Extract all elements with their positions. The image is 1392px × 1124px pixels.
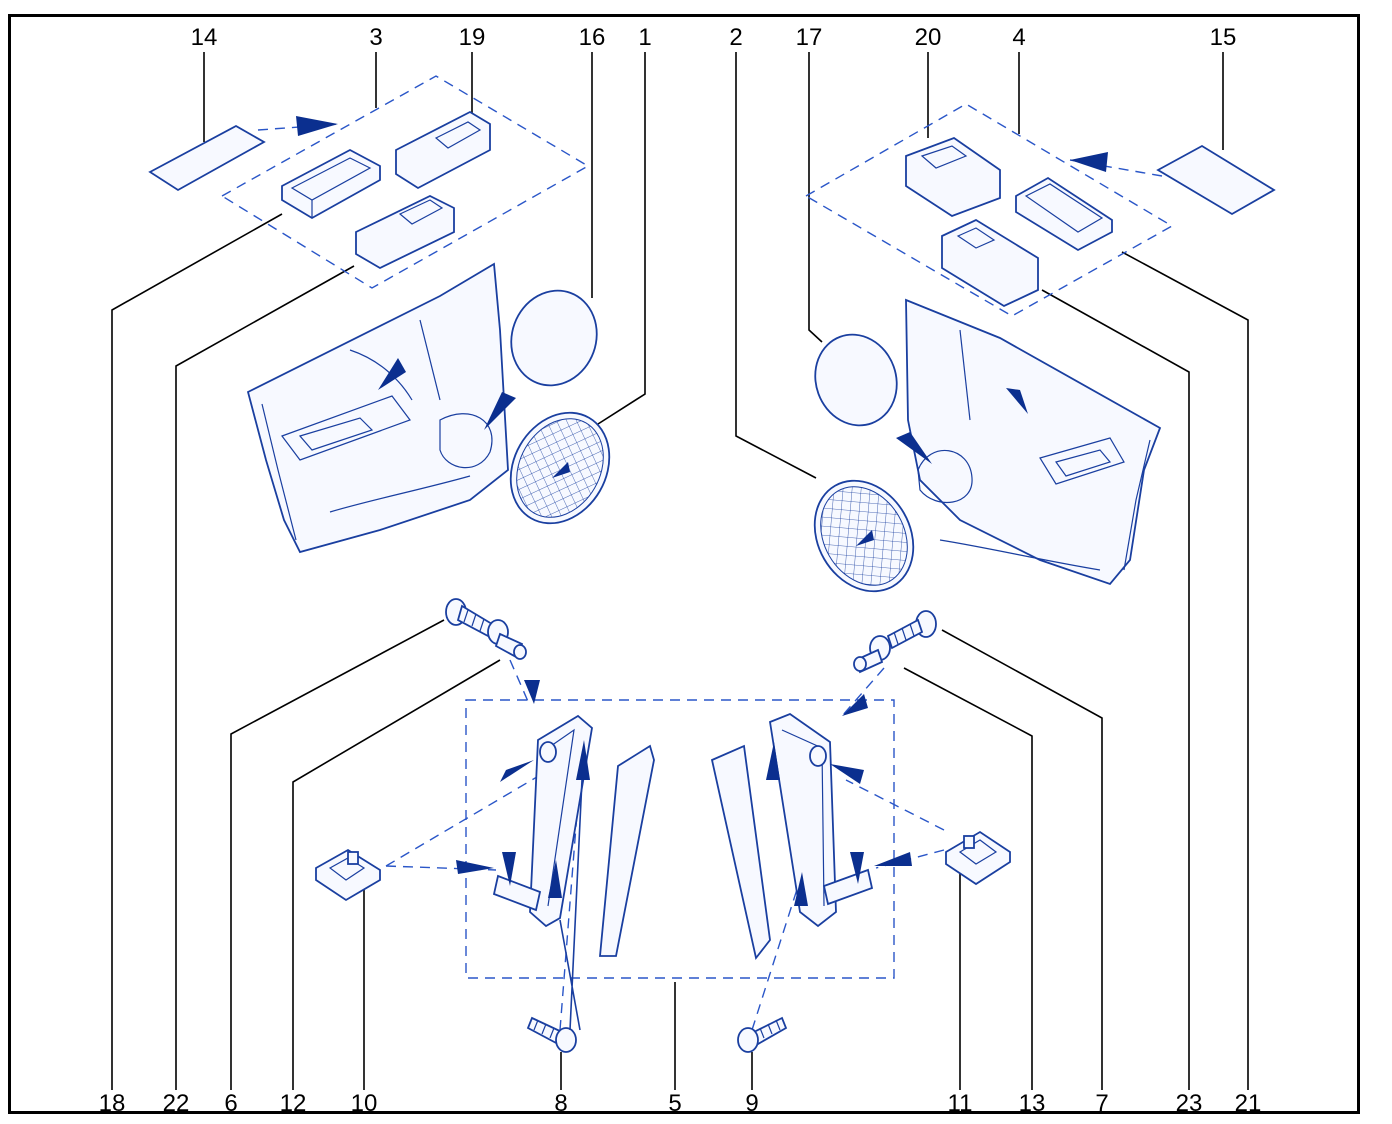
left-door-panel bbox=[246, 262, 516, 554]
switch-18 bbox=[281, 148, 381, 220]
nut-13 bbox=[853, 635, 891, 674]
arrows-right-handle bbox=[766, 694, 912, 906]
callout-1: 1 bbox=[638, 24, 651, 51]
dash-nut-right bbox=[841, 667, 885, 717]
dash-clip-right-a bbox=[845, 779, 945, 831]
pad-15 bbox=[1156, 144, 1276, 216]
leader-lines bbox=[111, 52, 1249, 1090]
arrow-right-handle bbox=[1006, 388, 1028, 414]
handle-cover-left bbox=[599, 744, 655, 957]
dash-screw-9 bbox=[751, 879, 801, 1031]
leader-1 bbox=[597, 52, 646, 425]
arrow-pad-15 bbox=[1070, 152, 1108, 172]
callout-4: 4 bbox=[1012, 24, 1025, 51]
switch-19 bbox=[395, 110, 491, 190]
callouts-bottom: 18 22 6 12 10 8 5 9 11 13 7 23 21 bbox=[99, 1090, 1262, 1117]
speaker-seal-16 bbox=[510, 289, 598, 387]
callout-3: 3 bbox=[369, 24, 382, 51]
arrow-pad-14 bbox=[296, 116, 338, 136]
arrow-left-speaker bbox=[484, 392, 516, 430]
callout-10: 10 bbox=[351, 1090, 378, 1117]
right-switch-group bbox=[905, 136, 1276, 308]
speaker-grille-1 bbox=[509, 411, 611, 525]
handle-assembly-box bbox=[465, 699, 895, 979]
pad-14 bbox=[148, 124, 266, 192]
leader-6 bbox=[230, 619, 445, 1090]
leader-18 bbox=[111, 213, 283, 1090]
callout-8: 8 bbox=[554, 1090, 567, 1117]
callout-6: 6 bbox=[224, 1090, 237, 1117]
left-switch-group bbox=[148, 110, 491, 270]
screw-7 bbox=[886, 610, 937, 650]
callout-21: 21 bbox=[1235, 1090, 1262, 1117]
handle-bracket-right bbox=[768, 712, 874, 928]
clip-10 bbox=[315, 848, 381, 902]
switch-20 bbox=[905, 136, 1001, 218]
callout-23: 23 bbox=[1176, 1090, 1203, 1117]
callout-9: 9 bbox=[745, 1090, 758, 1117]
switch-21 bbox=[1015, 176, 1113, 252]
right-door-panel bbox=[896, 298, 1162, 586]
dash-nut-left bbox=[509, 659, 531, 707]
clip-11 bbox=[945, 830, 1011, 886]
speaker-grille-2 bbox=[813, 479, 915, 593]
leader-12 bbox=[292, 659, 501, 1090]
callout-15: 15 bbox=[1210, 24, 1237, 51]
callout-16: 16 bbox=[579, 24, 606, 51]
leader-17 bbox=[808, 52, 823, 343]
callout-11: 11 bbox=[948, 1090, 973, 1117]
diagram-frame bbox=[8, 14, 1360, 1114]
dash-screw-8 bbox=[559, 749, 583, 1031]
callout-7: 7 bbox=[1095, 1090, 1108, 1117]
callout-5: 5 bbox=[668, 1090, 681, 1117]
callouts-top: 14 3 19 16 1 2 17 20 4 15 bbox=[191, 24, 1237, 51]
dash-clip-left-a bbox=[385, 773, 543, 867]
arrow-left-handle bbox=[378, 358, 406, 390]
handle-cover-right bbox=[710, 744, 771, 961]
callout-13: 13 bbox=[1019, 1090, 1046, 1117]
arrow-right-speaker bbox=[896, 432, 932, 464]
screw-9 bbox=[737, 1016, 788, 1053]
switch-23 bbox=[941, 218, 1039, 308]
callout-2: 2 bbox=[729, 24, 742, 51]
leader-22 bbox=[175, 265, 355, 1090]
callout-17: 17 bbox=[796, 24, 823, 51]
callout-12: 12 bbox=[280, 1090, 307, 1117]
switch-22 bbox=[355, 194, 455, 270]
assembly-dashes bbox=[220, 75, 1174, 1031]
callout-20: 20 bbox=[915, 24, 942, 51]
nut-12 bbox=[487, 619, 527, 660]
leader-21 bbox=[1121, 251, 1249, 1090]
leader-13 bbox=[903, 667, 1033, 1090]
leader-23 bbox=[1041, 289, 1190, 1090]
callout-19: 19 bbox=[459, 24, 486, 51]
callout-18: 18 bbox=[99, 1090, 126, 1117]
leader-7 bbox=[941, 629, 1103, 1090]
screw-8 bbox=[526, 1016, 577, 1053]
screw-6 bbox=[445, 598, 494, 638]
leader-2 bbox=[735, 52, 817, 479]
arrows-left-handle bbox=[456, 680, 590, 1031]
right-switch-panel-outline bbox=[804, 103, 1174, 317]
callout-14: 14 bbox=[191, 24, 218, 51]
speaker-seal-17 bbox=[814, 333, 898, 427]
callout-22: 22 bbox=[163, 1090, 190, 1117]
handle-bracket-left bbox=[492, 714, 593, 928]
